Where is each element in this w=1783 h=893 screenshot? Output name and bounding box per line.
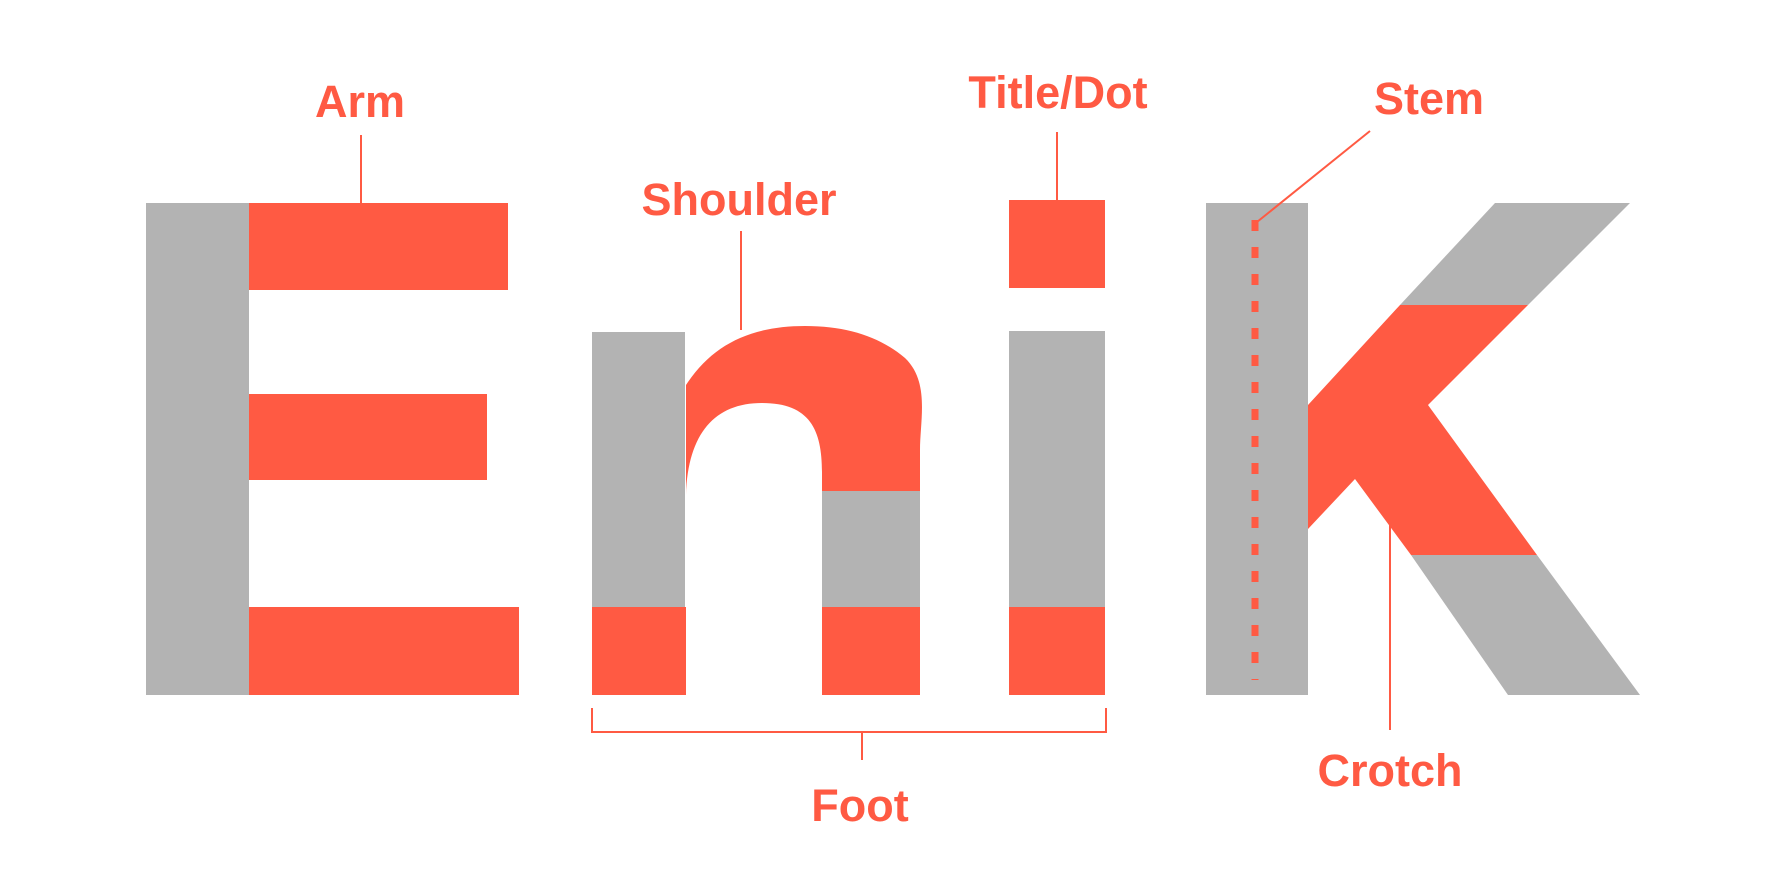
k-upper-arm-gray [1400, 203, 1630, 305]
e-middle-arm [249, 394, 487, 480]
e-bottom-arm [249, 607, 519, 695]
arm-label: Arm [315, 76, 405, 127]
i-dot [1009, 200, 1105, 288]
foot-bracket [591, 708, 1107, 760]
n-right-foot [822, 607, 920, 695]
n-left-stem [592, 332, 685, 607]
e-stem [146, 203, 249, 695]
crotch-label: Crotch [1318, 745, 1463, 796]
leader-lines [360, 130, 1391, 760]
labels: Arm Shoulder Title/Dot Stem Foot Crotch [315, 67, 1484, 831]
k-crotch-highlight [1308, 305, 1537, 555]
title-dot-label: Title/Dot [968, 67, 1147, 118]
i-stem [1009, 331, 1105, 607]
n-left-foot [592, 607, 686, 695]
letter-e [146, 203, 519, 695]
n-shoulder [686, 326, 922, 495]
stem-label: Stem [1374, 73, 1484, 124]
letter-n [592, 326, 922, 695]
k-leg-gray [1411, 555, 1640, 695]
e-top-arm [249, 203, 508, 290]
letter-k [1206, 203, 1640, 695]
letter-i [1009, 200, 1105, 695]
foot-label: Foot [811, 780, 908, 831]
stem-leader [1256, 130, 1371, 223]
i-foot [1009, 607, 1105, 695]
shoulder-label: Shoulder [641, 174, 836, 225]
n-right-stem [822, 491, 920, 607]
